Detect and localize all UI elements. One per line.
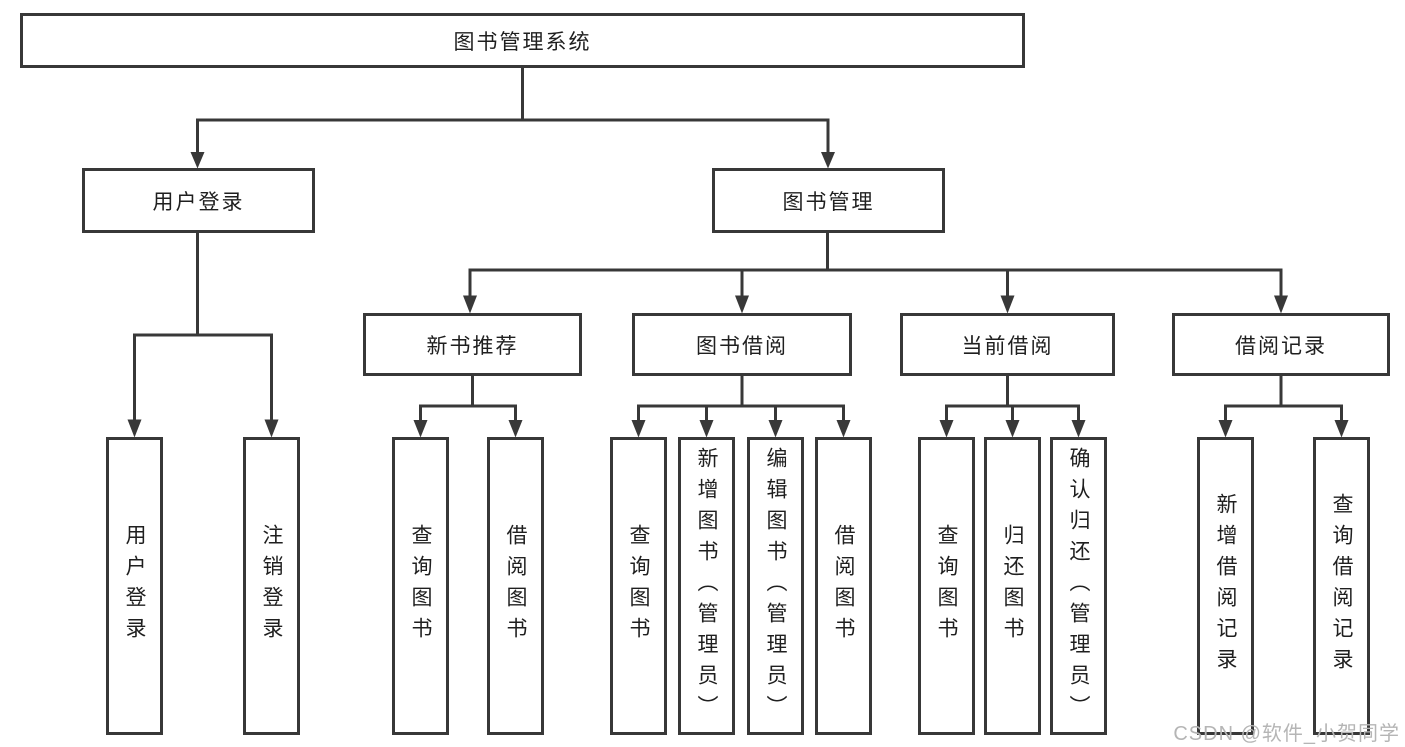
leaf-label: 借阅图书 [504, 524, 528, 648]
leaf-newbook-borrow-books: 借阅图书 [487, 437, 544, 735]
arrowhead-down-icon [1218, 420, 1233, 438]
node-label: 新书推荐 [426, 334, 519, 358]
leaf-user-login: 用户登录 [106, 437, 163, 735]
arrowhead-down-icon [1005, 420, 1020, 438]
arrowhead-down-icon [699, 420, 714, 438]
arrowhead-down-icon [127, 419, 142, 438]
leaf-current-return-books: 归还图书 [984, 437, 1041, 735]
leaf-current-query-books: 查询图书 [918, 437, 975, 735]
connector-user-login [133, 233, 273, 420]
leaf-label: 查询图书 [935, 524, 959, 648]
connector-root [196, 68, 830, 152]
arrowhead-down-icon [836, 420, 851, 438]
leaf-borrow-borrow-books: 借阅图书 [815, 437, 872, 735]
arrowhead-down-icon [768, 420, 783, 438]
node-borrow-records: 借阅记录 [1172, 313, 1390, 376]
arrowhead-down-icon [1334, 420, 1349, 438]
arrowhead-down-icon [508, 420, 523, 438]
leaf-label: 确认归还（管理员） [1067, 446, 1091, 726]
leaf-label: 新增借阅记录 [1214, 493, 1238, 679]
arrowhead-down-icon [735, 295, 749, 314]
leaf-borrow-query-books: 查询图书 [610, 437, 667, 735]
leaf-label: 查询借阅记录 [1330, 493, 1354, 679]
node-book-borrow: 图书借阅 [632, 313, 852, 376]
connector-current-borrow [945, 376, 1080, 421]
node-current-borrow: 当前借阅 [900, 313, 1115, 376]
connector-borrow-records [1224, 376, 1343, 421]
node-label: 图书借阅 [696, 334, 788, 358]
leaf-records-query-record: 查询借阅记录 [1313, 437, 1370, 735]
leaf-label: 新增图书（管理员） [695, 446, 719, 726]
arrowhead-down-icon [264, 419, 279, 438]
arrowhead-down-icon [413, 420, 428, 438]
leaf-label: 用户登录 [123, 524, 147, 648]
node-book-management: 图书管理 [712, 168, 945, 233]
leaf-label: 查询图书 [409, 524, 433, 648]
leaf-label: 编辑图书（管理员） [764, 446, 788, 726]
connector-book-borrow [637, 376, 845, 421]
leaf-borrow-edit-books-admin: 编辑图书（管理员） [747, 437, 804, 735]
node-label: 图书管理系统 [453, 30, 592, 54]
arrowhead-down-icon [1000, 295, 1015, 314]
leaf-logout: 注销登录 [243, 437, 300, 735]
leaf-label: 借阅图书 [832, 524, 856, 648]
node-label: 借阅记录 [1235, 334, 1327, 358]
leaf-newbook-query-books: 查询图书 [392, 437, 449, 735]
arrowhead-down-icon [190, 152, 205, 169]
connector-book-management [468, 233, 1283, 296]
node-label: 用户登录 [152, 190, 245, 214]
connector-new-book [419, 376, 517, 421]
watermark: CSDN @软件_小贺同学 [1173, 723, 1400, 745]
leaf-records-add-record: 新增借阅记录 [1197, 437, 1254, 735]
arrowhead-down-icon [1274, 295, 1288, 314]
leaf-label: 注销登录 [260, 524, 284, 648]
leaf-current-confirm-return-admin: 确认归还（管理员） [1050, 437, 1107, 735]
arrowhead-down-icon [631, 420, 646, 438]
arrowhead-down-icon [821, 152, 835, 169]
leaf-label: 查询图书 [627, 524, 651, 648]
leaf-borrow-add-books-admin: 新增图书（管理员） [678, 437, 735, 735]
node-user-login: 用户登录 [82, 168, 315, 233]
arrowhead-down-icon [939, 420, 954, 438]
node-new-book-recommend: 新书推荐 [363, 313, 582, 376]
node-label: 图书管理 [782, 190, 875, 214]
node-label: 当前借阅 [961, 334, 1054, 358]
arrowhead-down-icon [463, 295, 477, 314]
node-library-management-system: 图书管理系统 [20, 13, 1025, 68]
arrowhead-down-icon [1071, 420, 1086, 438]
leaf-label: 归还图书 [1001, 524, 1025, 648]
